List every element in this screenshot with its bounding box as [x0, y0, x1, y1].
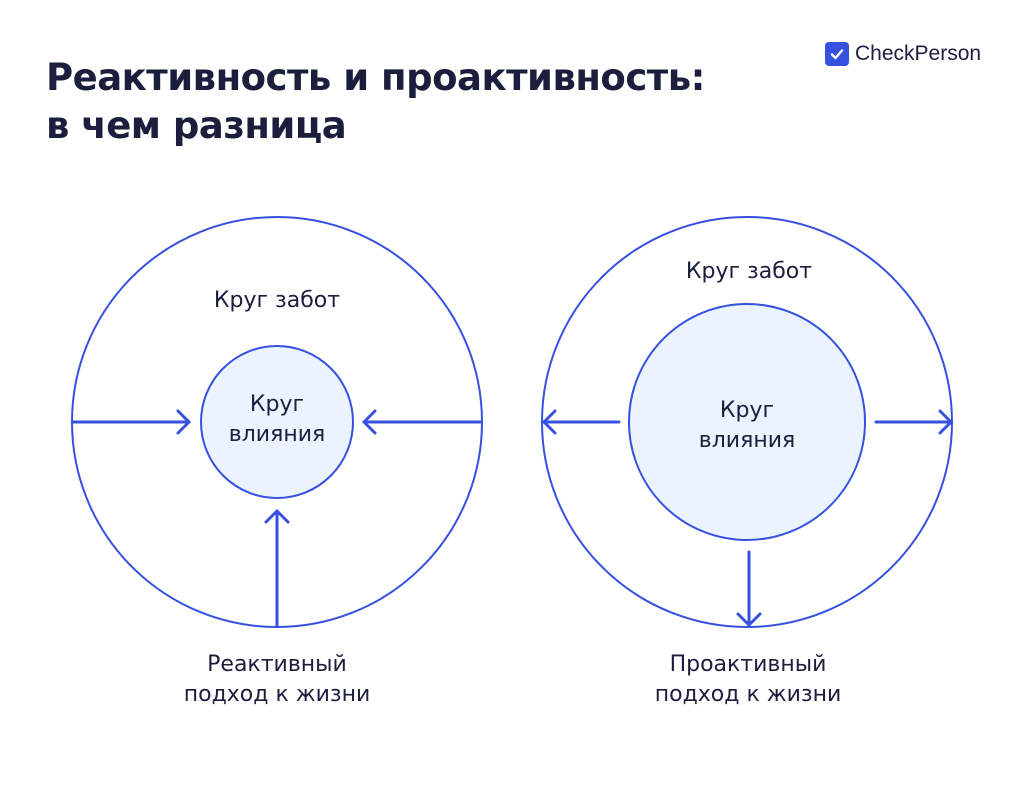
left-caption: Реактивный подход к жизни	[184, 650, 371, 710]
left-inner-label: Круг влияния	[229, 390, 325, 450]
inner-label-line: Круг	[249, 392, 305, 417]
inner-label-line: Круг	[719, 398, 775, 423]
logo: CheckPerson	[825, 42, 981, 66]
logo-text: CheckPerson	[855, 42, 982, 65]
caption-line: Проактивный	[669, 652, 827, 677]
checkmark-icon	[825, 42, 849, 66]
inner-label-line: влияния	[698, 428, 796, 453]
title-line-2: в чем разница	[46, 104, 347, 147]
arrow-left-icon	[542, 409, 621, 435]
right-inner-circle	[628, 303, 866, 541]
title-line-1: Реактивность и проактивность:	[46, 56, 705, 99]
caption-line: подход к жизни	[183, 682, 371, 707]
arrow-up-icon	[264, 509, 290, 628]
arrow-right-icon	[874, 409, 953, 435]
left-outer-label: Круг забот	[213, 288, 341, 313]
inner-label-line: влияния	[228, 422, 326, 447]
left-inner-circle	[200, 345, 354, 499]
caption-line: подход к жизни	[654, 682, 842, 707]
page-title: Реактивность и проактивность: в чем разн…	[46, 54, 705, 150]
arrow-down-icon	[736, 550, 762, 627]
arrow-right-icon	[71, 409, 191, 435]
arrow-left-icon	[362, 409, 483, 435]
right-inner-label: Круг влияния	[699, 396, 795, 456]
right-caption: Проактивный подход к жизни	[655, 650, 842, 710]
caption-line: Реактивный	[207, 652, 347, 677]
right-outer-label: Круг забот	[685, 259, 813, 284]
